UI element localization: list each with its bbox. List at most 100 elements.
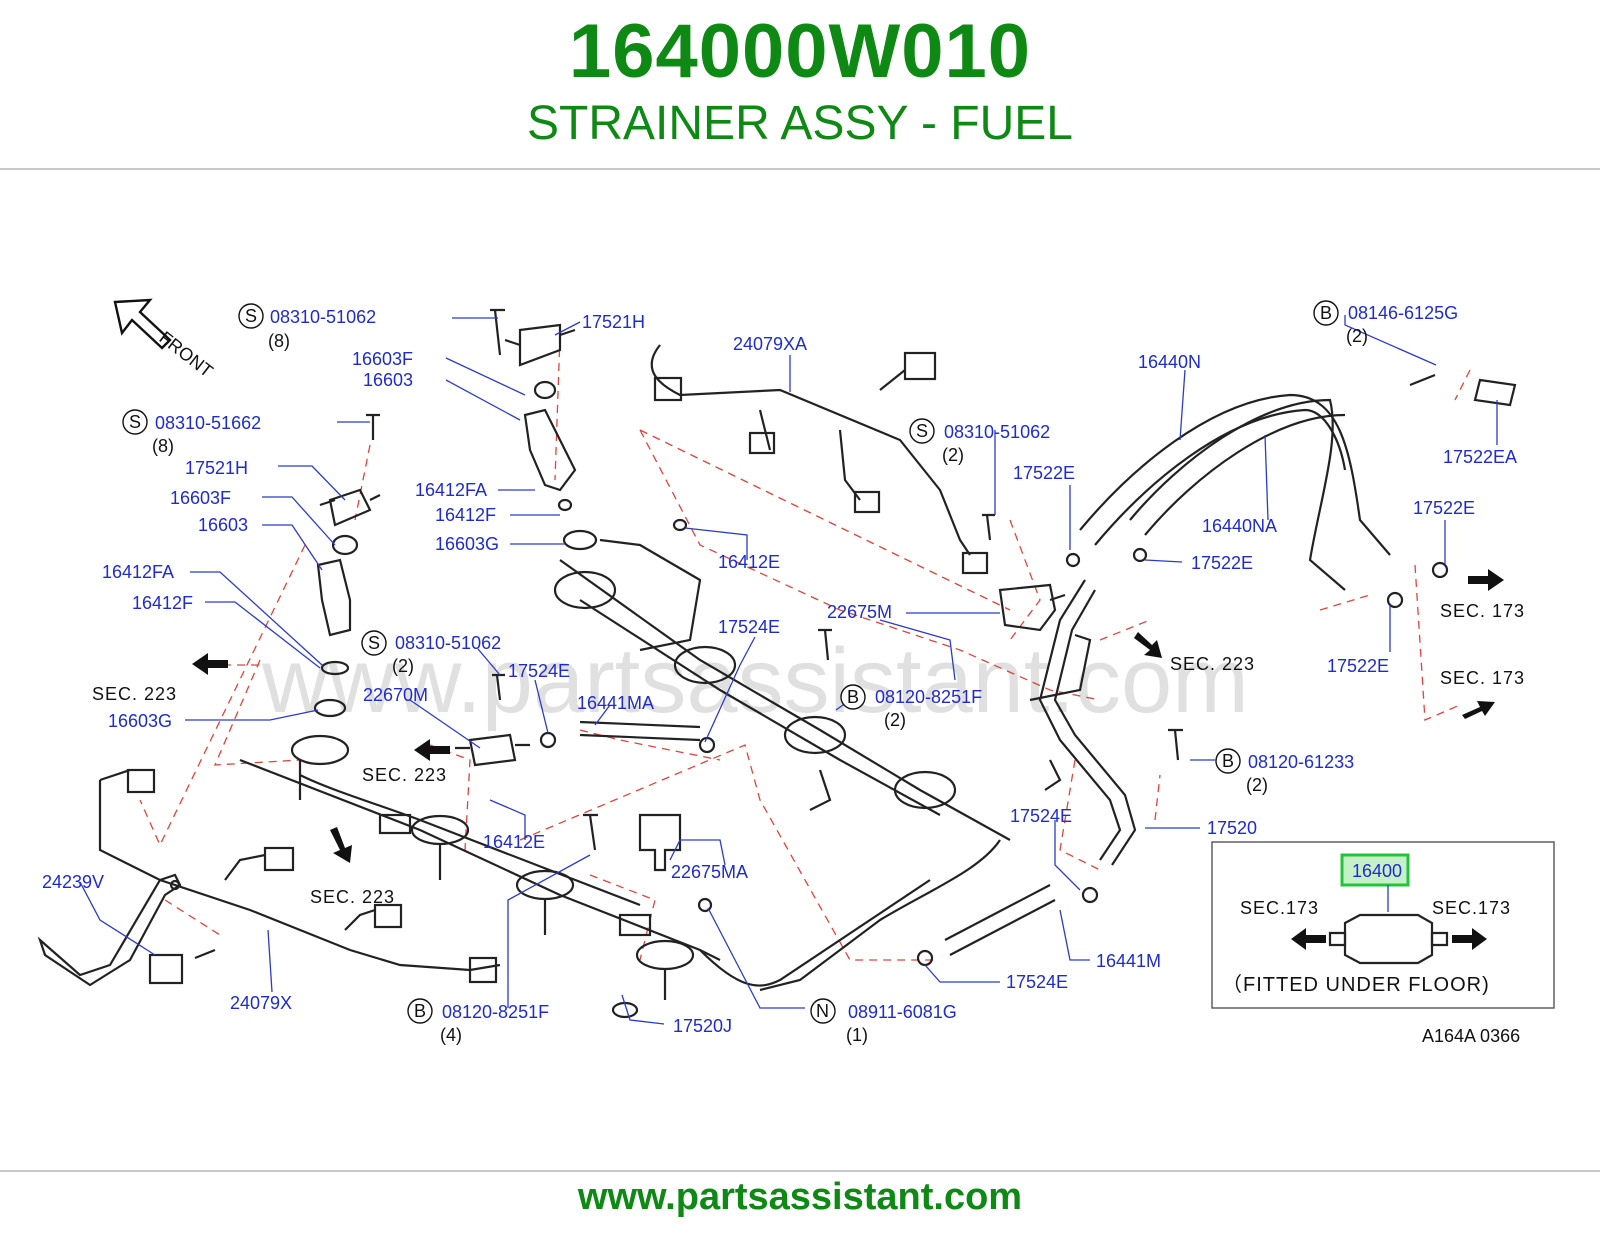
- callout-16441ma[interactable]: 16441MA: [577, 693, 654, 713]
- strainer-body: [1343, 913, 1434, 965]
- sec-223-ref[interactable]: SEC. 223: [362, 765, 447, 785]
- callout-16412fa[interactable]: 16412FA: [102, 562, 174, 582]
- callout-qty: (2): [942, 445, 964, 465]
- front-orientation-indicator: FRONT: [113, 298, 217, 381]
- callout-16603g[interactable]: 16603G: [435, 534, 499, 554]
- badge-b: B: [414, 1001, 426, 1021]
- callout-16441m[interactable]: 16441M: [1096, 951, 1161, 971]
- callout-08146-6125g[interactable]: 08146-6125G: [1348, 303, 1458, 323]
- part-callouts: 08310-51062 (8) 17521H 16603F 16603 0831…: [42, 303, 1517, 1045]
- sec-223-ref[interactable]: SEC. 223: [310, 887, 395, 907]
- pressure-regulators: [455, 583, 1066, 872]
- sec-223-ref[interactable]: SEC. 223: [92, 684, 177, 704]
- callout-16603[interactable]: 16603: [198, 515, 248, 535]
- callout-qty: (8): [152, 436, 174, 456]
- arrow-right-icon: [1462, 701, 1495, 719]
- callout-17522e[interactable]: 17522E: [1013, 463, 1075, 483]
- footer-divider: [0, 1170, 1600, 1172]
- callout-08310-51662[interactable]: 08310-51662: [155, 413, 261, 433]
- callout-17524e[interactable]: 17524E: [508, 661, 570, 681]
- callout-16440na[interactable]: 16440NA: [1202, 516, 1277, 536]
- callout-16440n[interactable]: 16440N: [1138, 352, 1201, 372]
- callout-17520[interactable]: 17520: [1207, 818, 1257, 838]
- callout-16603[interactable]: 16603: [363, 370, 413, 390]
- callout-22670m[interactable]: 22670M: [363, 685, 428, 705]
- fuel-hoses: [579, 393, 1391, 956]
- callout-qty: (2): [884, 710, 906, 730]
- arrow-right-icon: [1452, 928, 1487, 950]
- injector-assemblies: [313, 323, 688, 718]
- arrow-right-icon: [1134, 632, 1162, 658]
- inset-note: （FITTED UNDER FLOOR): [1222, 973, 1490, 996]
- badge-s: S: [368, 633, 380, 653]
- callout-08120-61233[interactable]: 08120-61233: [1248, 752, 1354, 772]
- highlight-box: [1340, 853, 1410, 887]
- callout-22675m[interactable]: 22675M: [827, 602, 892, 622]
- arrow-down-icon: [330, 827, 352, 863]
- callout-24239v[interactable]: 24239V: [42, 872, 104, 892]
- callout-24079x[interactable]: 24079X: [230, 993, 292, 1013]
- callout-17522ea[interactable]: 17522EA: [1443, 447, 1517, 467]
- callout-17524e[interactable]: 17524E: [718, 617, 780, 637]
- callout-qty: (8): [268, 331, 290, 351]
- footer-url[interactable]: www.partsassistant.com: [577, 1176, 1023, 1218]
- callout-16412e[interactable]: 16412E: [483, 832, 545, 852]
- callout-22675ma[interactable]: 22675MA: [671, 862, 748, 882]
- callout-17522e[interactable]: 17522E: [1327, 656, 1389, 676]
- callout-16603f[interactable]: 16603F: [352, 349, 413, 369]
- arrow-left-icon: [1291, 928, 1326, 950]
- fastener-badges: S S S S B B N B B: [122, 300, 1339, 1024]
- callout-17521h[interactable]: 17521H: [185, 458, 248, 478]
- front-arrow-icon: [113, 298, 172, 350]
- callout-16412fa[interactable]: 16412FA: [415, 480, 487, 500]
- badge-s: S: [129, 412, 141, 432]
- sec-173-ref[interactable]: SEC. 173: [1440, 668, 1525, 688]
- callout-16412f[interactable]: 16412F: [132, 593, 193, 613]
- badge-n: N: [816, 1001, 829, 1021]
- callout-08120-8251f[interactable]: 08120-8251F: [442, 1002, 549, 1022]
- badge-s: S: [245, 306, 257, 326]
- clips-and-bolts: [366, 308, 1517, 1019]
- callout-08120-8251f[interactable]: 08120-8251F: [875, 687, 982, 707]
- arrow-right-icon: [1468, 569, 1504, 591]
- highlighted-part-number[interactable]: 16400: [1352, 861, 1402, 881]
- callout-16412f[interactable]: 16412F: [435, 505, 496, 525]
- callout-17524e[interactable]: 17524E: [1010, 806, 1072, 826]
- callout-08310-51062[interactable]: 08310-51062: [944, 422, 1050, 442]
- badge-b: B: [1320, 303, 1332, 323]
- section-references: SEC. 223 SEC. 223 SEC. 223 SEC. 223 SEC.…: [92, 601, 1525, 907]
- part-number-title: 164000W010: [568, 9, 1032, 94]
- callout-17520j[interactable]: 17520J: [673, 1016, 732, 1036]
- header-divider: [0, 168, 1600, 170]
- fuel-rail-right: [553, 538, 1011, 992]
- inset-sec-173-left[interactable]: SEC.173: [1240, 898, 1319, 918]
- badge-s: S: [916, 421, 928, 441]
- callout-qty: (1): [846, 1025, 868, 1045]
- callout-qty: (2): [1246, 775, 1268, 795]
- callout-08911-6081g[interactable]: 08911-6081G: [848, 1002, 957, 1022]
- watermark-text: www.partsassistant.com: [261, 630, 1249, 732]
- callout-17522e[interactable]: 17522E: [1191, 553, 1253, 573]
- front-label: FRONT: [156, 327, 217, 381]
- callout-08310-51062[interactable]: 08310-51062: [395, 633, 501, 653]
- callout-leaders: [79, 315, 1498, 1025]
- callout-24079xa[interactable]: 24079XA: [733, 334, 807, 354]
- sec-223-ref[interactable]: SEC. 223: [1170, 654, 1255, 674]
- wiring-harness: [98, 344, 989, 985]
- callout-17524e[interactable]: 17524E: [1006, 972, 1068, 992]
- inset-sec-173-right[interactable]: SEC.173: [1432, 898, 1511, 918]
- sec-173-ref[interactable]: SEC. 173: [1440, 601, 1525, 621]
- callout-17522e[interactable]: 17522E: [1413, 498, 1475, 518]
- bracket-24239v: [37, 873, 182, 987]
- arrow-left-icon: [414, 739, 450, 761]
- callout-16603g[interactable]: 16603G: [108, 711, 172, 731]
- inset-fuel-strainer: 16400 SEC.173 SEC.173 （FITTED UNDER FLOO…: [1211, 841, 1555, 1009]
- badge-b: B: [1222, 751, 1234, 771]
- callout-16603f[interactable]: 16603F: [170, 488, 231, 508]
- callout-17521h[interactable]: 17521H: [582, 312, 645, 332]
- callout-16412e[interactable]: 16412E: [718, 552, 780, 572]
- callout-qty: (4): [440, 1025, 462, 1045]
- fuel-rail-left: [239, 734, 931, 1000]
- callout-08310-51062[interactable]: 08310-51062: [270, 307, 376, 327]
